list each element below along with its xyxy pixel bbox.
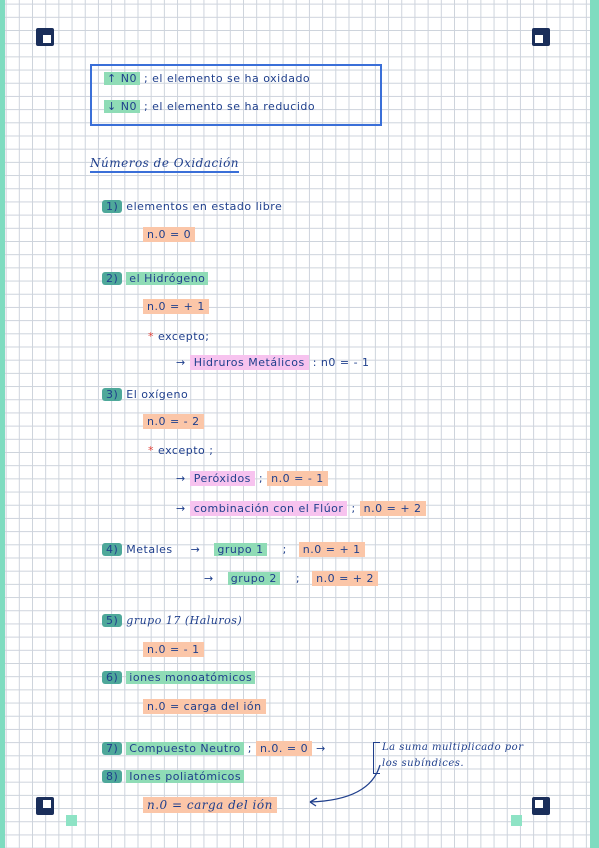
box-line-1: ↑ N0 ; el elemento se ha oxidado	[104, 72, 310, 85]
section-2-except: * excepto;	[148, 330, 210, 343]
asterisk-icon: *	[148, 330, 154, 343]
arrow-right-icon: →	[316, 742, 326, 755]
asterisk-icon: *	[148, 444, 154, 457]
section-number: 5)	[102, 614, 123, 627]
section-number: 8)	[102, 770, 123, 783]
section-title: Metales	[126, 543, 173, 556]
section-title: grupo 17 (Haluros)	[126, 614, 243, 627]
section-7-heading: 7) Compuesto Neutro ; n.0. = 0 →	[102, 741, 326, 756]
section-2-rule: n.0 = + 1	[143, 299, 209, 314]
right-edge-stripe	[590, 0, 599, 848]
left-edge-stripe	[0, 0, 5, 848]
section-6-heading: 6) iones monoatómicos	[102, 671, 256, 684]
section-5-rule: n.0 = - 1	[143, 642, 204, 657]
box-tag-oxidation: ↑ N0	[104, 72, 140, 85]
corner-marker-icon	[532, 28, 550, 46]
section-number: 3)	[102, 388, 123, 401]
section-number: 7)	[102, 742, 123, 755]
mint-square-icon	[511, 815, 522, 826]
section-title: el Hidrógeno	[126, 272, 209, 285]
section-8-rule: n.0 = carga del ión	[143, 797, 277, 813]
section-1-heading: 1) elementos en estado libre	[102, 200, 282, 213]
box-line-2: ↓ N0 ; el elemento se ha reducido	[104, 100, 315, 113]
section-number: 1)	[102, 200, 123, 213]
section-3-sub-2: → combinación con el Flúor ; n.0 = + 2	[176, 501, 426, 516]
arrow-right-icon: →	[190, 543, 201, 556]
section-title: elementos en estado libre	[126, 200, 283, 213]
section-number: 2)	[102, 272, 123, 285]
corner-marker-icon	[36, 797, 54, 815]
section-title: Compuesto Neutro	[126, 742, 244, 755]
box-text-reduction: ; el elemento se ha reducido	[143, 100, 316, 113]
arrow-right-icon: →	[204, 572, 214, 585]
section-3-rule: n.0 = - 2	[143, 414, 204, 429]
section-7-note-2: los subíndices.	[382, 758, 465, 769]
box-tag-reduction: ↓ N0	[104, 100, 140, 113]
section-number: 4)	[102, 543, 123, 556]
section-1-rule: n.0 = 0	[143, 227, 196, 242]
section-4-heading: 4) Metales → grupo 1 ; n.0 = + 1	[102, 542, 365, 557]
corner-marker-icon	[532, 797, 550, 815]
mint-square-icon	[66, 815, 77, 826]
section-8-heading: 8) Iones poliatómicos	[102, 770, 245, 783]
section-6-rule: n.0 = carga del ión	[143, 699, 266, 714]
section-7-note-1: La suma multiplicado por	[382, 742, 524, 753]
section-number: 6)	[102, 671, 123, 684]
section-2-heading: 2) el Hidrógeno	[102, 272, 209, 285]
corner-marker-icon	[36, 28, 54, 46]
arrow-right-icon: →	[176, 502, 186, 515]
arrow-right-icon: →	[176, 472, 186, 485]
curved-arrow-icon	[309, 764, 381, 807]
section-title: Iones poliatómicos	[126, 770, 245, 783]
section-title: El oxígeno	[126, 388, 189, 401]
section-4-group-2: → grupo 2 ; n.0 = + 2	[204, 571, 379, 586]
section-3-sub-1: → Peróxidos ; n.0 = - 1	[176, 471, 328, 486]
oxidation-reduction-box	[90, 64, 382, 126]
section-5-heading: 5) grupo 17 (Haluros)	[102, 614, 242, 627]
section-title: iones monoatómicos	[126, 671, 256, 684]
arrow-right-icon: →	[176, 356, 186, 369]
page-title: Números de Oxidación	[90, 156, 240, 173]
section-3-except: * excepto ;	[148, 444, 214, 457]
section-3-heading: 3) El oxígeno	[102, 388, 188, 401]
section-2-sub: → Hidruros Metálicos : n0 = - 1	[176, 355, 370, 370]
box-text-oxidation: ; el elemento se ha oxidado	[143, 72, 311, 85]
